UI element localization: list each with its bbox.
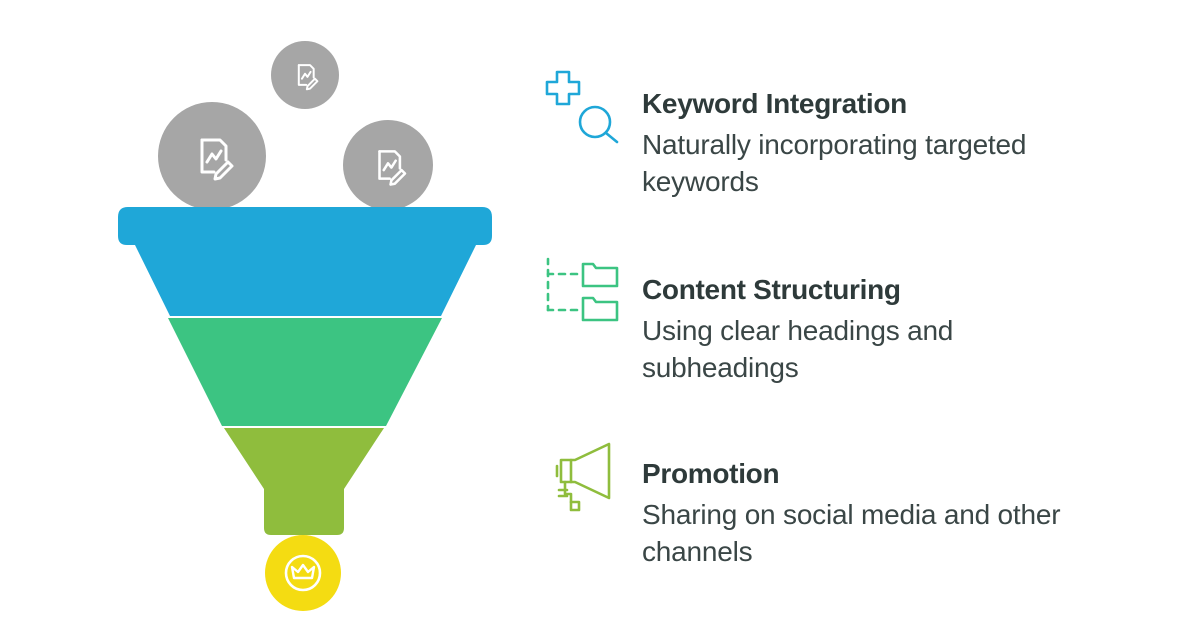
step-content-structuring: Content Structuring Using clear headings… [545, 256, 1145, 386]
step-description: Using clear headings and subheadings [642, 315, 954, 383]
step-title: Content Structuring [642, 274, 901, 305]
keyword-search-icon [545, 70, 619, 144]
chart-document-icon [200, 138, 234, 181]
input-document-medium [343, 120, 433, 210]
funnel-top-section [118, 207, 492, 316]
step-description: Naturally incorporating targeted keyword… [642, 129, 1027, 197]
step-description: Sharing on social media and other channe… [642, 499, 1061, 567]
step-title: Promotion [642, 458, 780, 489]
output-result [265, 535, 341, 611]
chart-document-icon [378, 150, 407, 186]
step-keyword-integration: Keyword Integration Naturally incorporat… [545, 70, 1145, 200]
input-document-small [271, 41, 339, 109]
crown-icon [290, 563, 316, 580]
step-promotion: Promotion Sharing on social media and ot… [545, 440, 1145, 570]
folder-structure-icon [546, 257, 619, 322]
funnel-bottom-section [224, 428, 384, 535]
step-title: Keyword Integration [642, 88, 907, 119]
input-document-large [158, 102, 266, 210]
chart-document-icon [297, 64, 319, 91]
funnel-middle-section [168, 318, 442, 426]
megaphone-icon [555, 442, 611, 512]
